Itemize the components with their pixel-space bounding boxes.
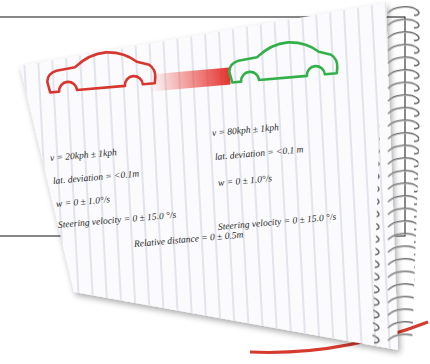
annotation-text: v = 20kph ± 1kph	[50, 147, 118, 164]
annotation-text: v = 80kph ± 1kph	[212, 122, 280, 139]
relative-distance-beam	[149, 68, 230, 92]
annotation-text: lat. deviation = <0.1m	[53, 168, 140, 186]
annotation-text: Relative distance = 0 ± 0.5m	[134, 229, 244, 250]
spiral-binding	[372, 4, 424, 345]
annotation-text: Steering velocity = 0 ± 15.0 °/s	[58, 210, 177, 231]
red-car-outline	[45, 48, 156, 92]
green-car-outline	[227, 38, 338, 82]
annotation-text: lat. deviation = <0.1 m	[215, 144, 304, 163]
annotation-text: w = 0 ± 1.0°/s	[218, 173, 273, 189]
annotation-text: w = 0 ± 1.0°/s	[56, 194, 111, 210]
